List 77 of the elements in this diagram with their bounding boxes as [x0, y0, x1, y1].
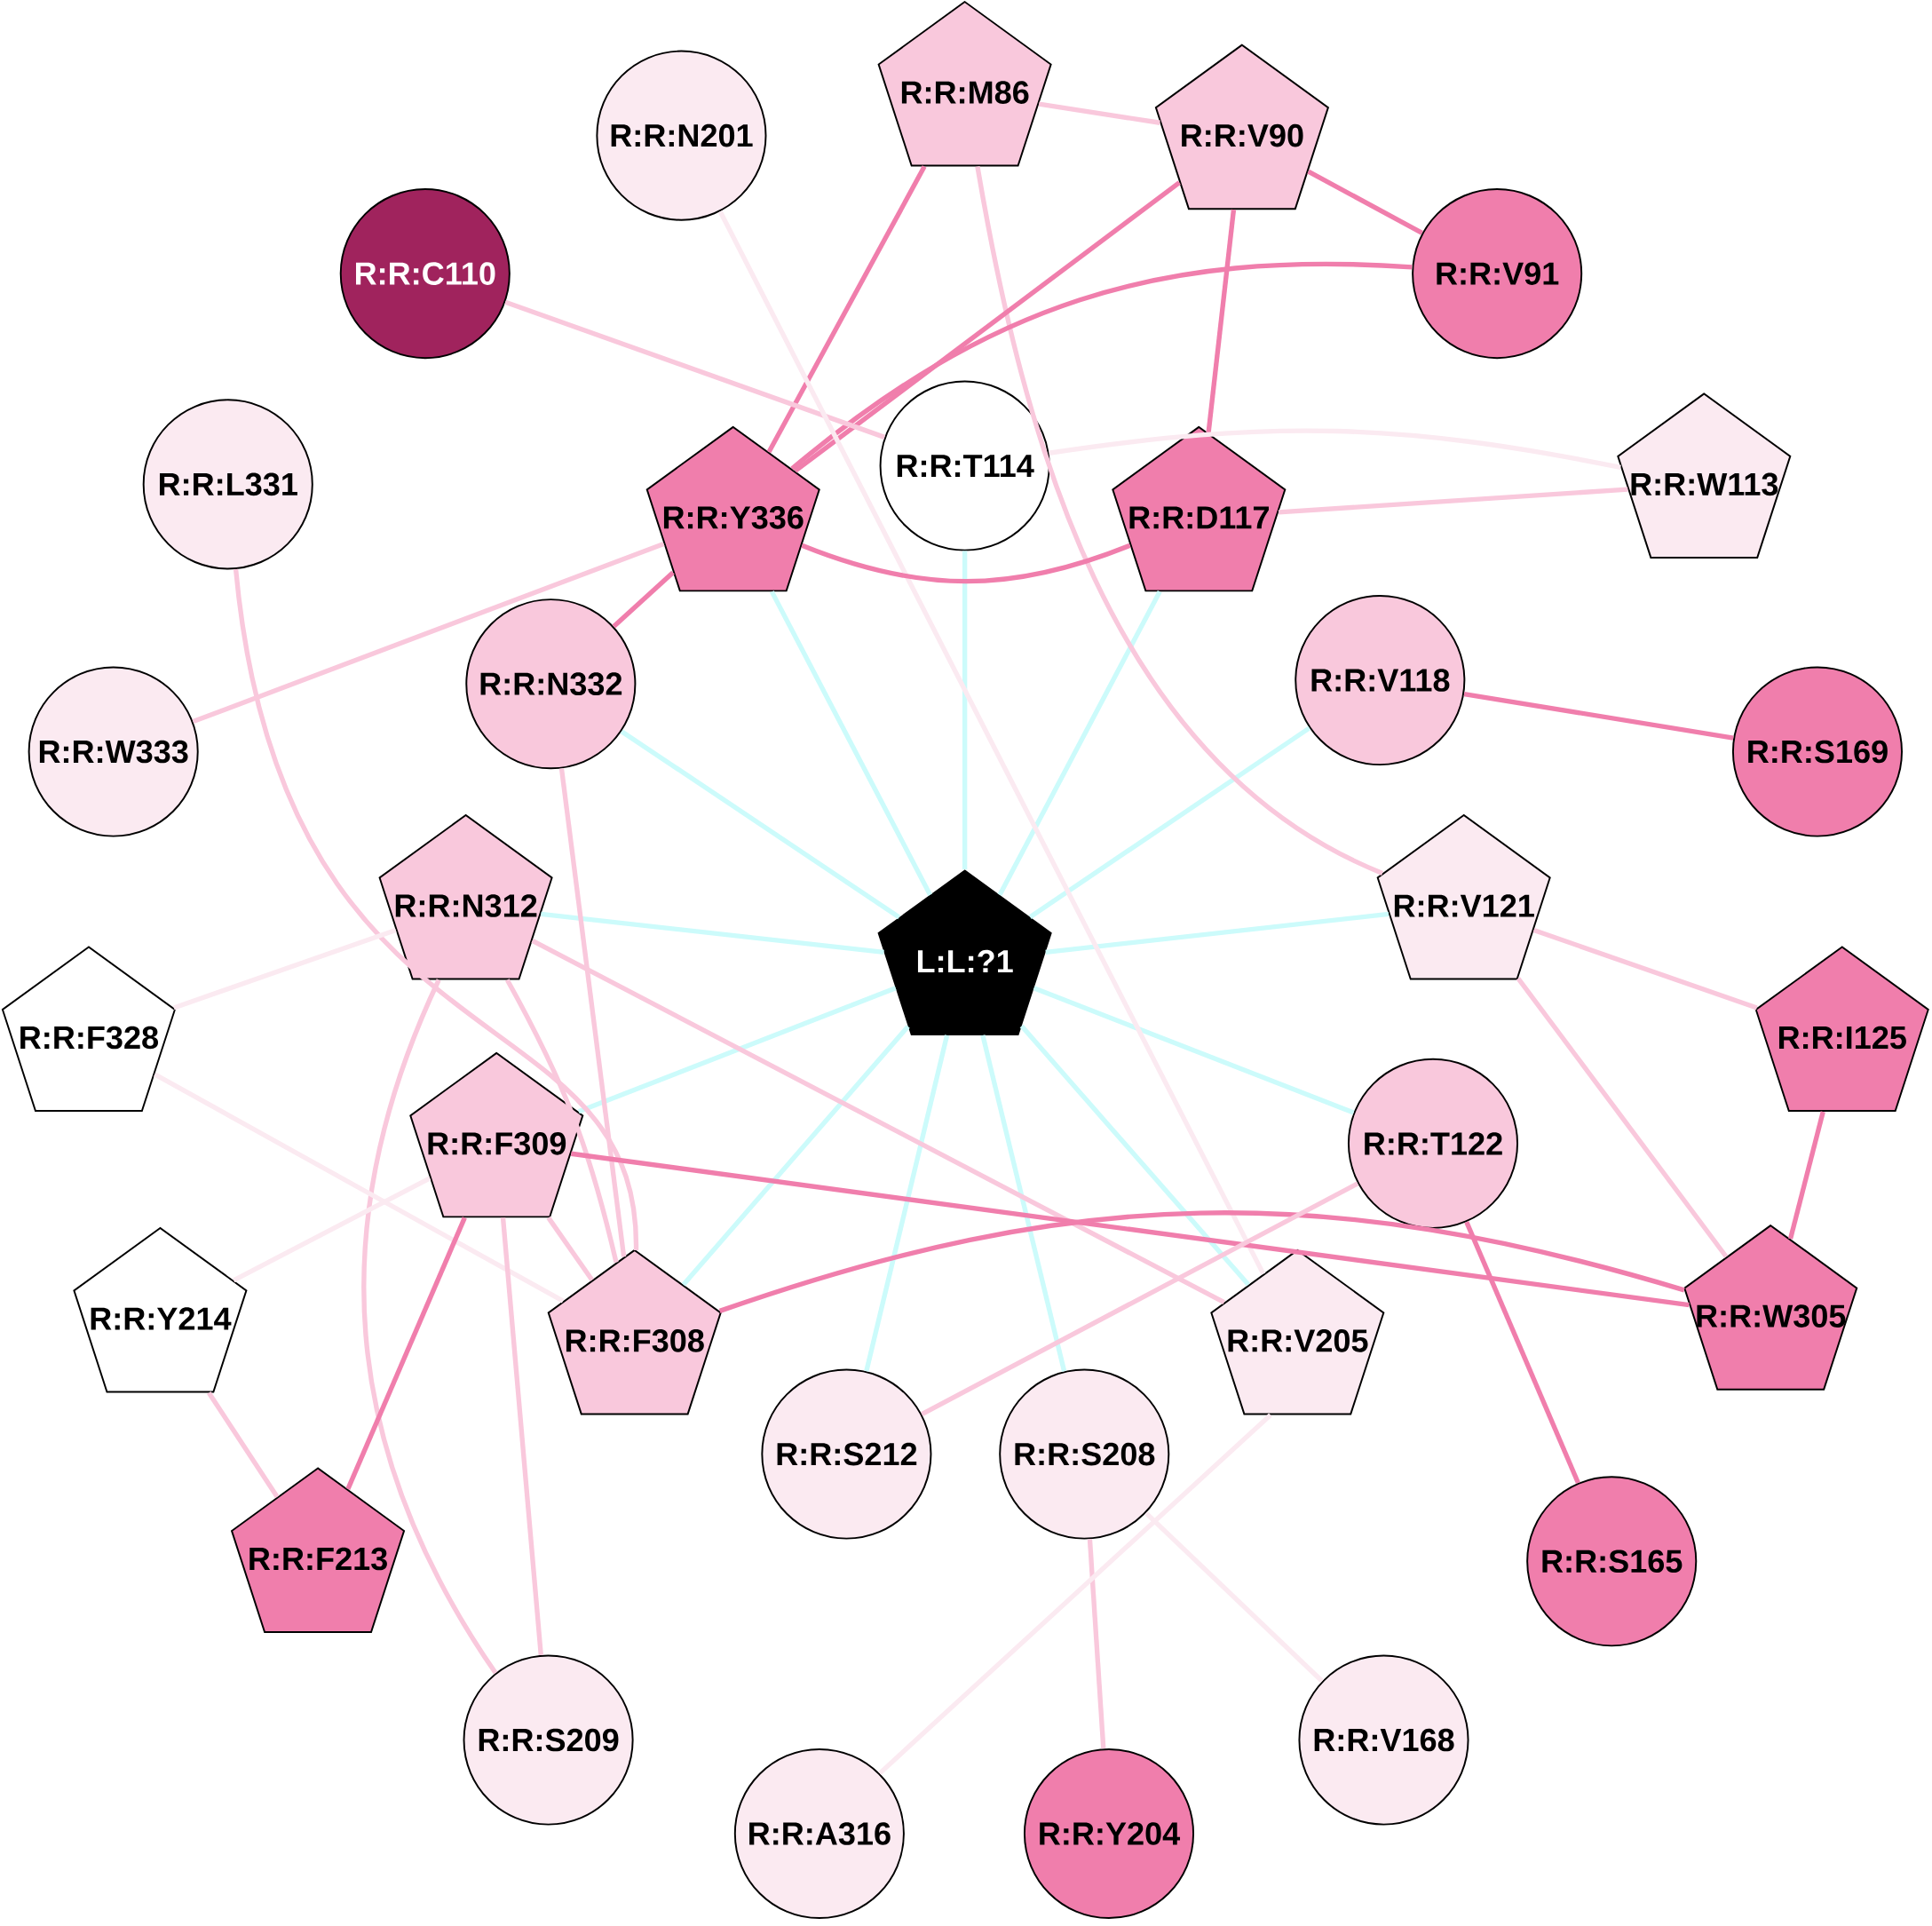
connector-line	[997, 590, 1162, 897]
connector-line	[864, 1034, 950, 1372]
connector-line	[1049, 428, 1621, 470]
connector-line	[1019, 1024, 1251, 1287]
connector-line	[1033, 986, 1355, 1115]
circle-node: R:R:V118	[1295, 594, 1466, 766]
connector-line	[546, 1216, 594, 1281]
connector-line	[877, 1413, 1272, 1776]
circle-node: R:R:N201	[596, 50, 767, 221]
connector-line	[361, 979, 498, 1675]
connector-line	[154, 1072, 565, 1304]
connector-line	[233, 568, 639, 1251]
circle-node: R:R:V91	[1412, 188, 1583, 360]
circle-node: R:R:S169	[1731, 666, 1903, 837]
connector-line	[577, 986, 897, 1114]
connector-line	[541, 911, 884, 955]
circle-node: R:R:V168	[1298, 1654, 1469, 1826]
circle-node: R:R:S165	[1526, 1476, 1698, 1647]
circle-node: R:R:Y204	[1023, 1748, 1195, 1919]
connector-line	[172, 928, 397, 1011]
connector-line	[1045, 911, 1390, 955]
pentagon-node: L:L:?1	[877, 869, 1052, 1035]
pentagon-node: R:R:W113	[1617, 392, 1792, 559]
circle-node: R:R:S208	[999, 1368, 1170, 1540]
circle-node: R:R:S212	[761, 1368, 932, 1540]
connector-line	[718, 1210, 1685, 1313]
connector-line	[980, 1034, 1067, 1372]
connector-line	[345, 1217, 467, 1490]
connector-line	[504, 299, 886, 440]
connector-line	[1532, 927, 1758, 1011]
connector-line	[571, 1151, 1690, 1308]
pentagon-node: R:R:F309	[409, 1051, 584, 1218]
pentagon-node: R:R:F308	[547, 1248, 722, 1415]
connector-line	[801, 543, 1131, 584]
connector-line	[921, 1181, 1359, 1416]
connector-line	[794, 180, 1181, 473]
connector-line	[769, 590, 932, 896]
circle-node: R:R:T122	[1347, 1058, 1518, 1229]
connector-line	[1038, 101, 1160, 125]
connector-line	[1307, 169, 1423, 235]
pentagon-node: R:R:V205	[1210, 1248, 1385, 1415]
connector-line	[531, 938, 1225, 1305]
circle-node: R:R:C110	[339, 188, 511, 360]
connector-line	[717, 210, 1266, 1275]
connector-line	[1144, 1510, 1324, 1684]
circle-node: R:R:N332	[465, 598, 637, 770]
connector-line	[612, 570, 675, 629]
connector-line	[558, 768, 627, 1257]
connector-line	[975, 166, 1384, 876]
pentagon-node: R:R:F213	[230, 1467, 406, 1633]
connector-line	[1787, 1111, 1825, 1240]
connector-line	[192, 541, 665, 725]
connector-line	[1028, 725, 1311, 919]
connector-line	[1464, 1221, 1580, 1484]
connector-line	[620, 729, 901, 920]
circle-node: R:R:T114	[879, 380, 1050, 551]
connector-line	[681, 1025, 910, 1287]
connector-line	[1516, 977, 1729, 1258]
connector-line	[790, 261, 1413, 471]
pentagon-node: R:R:D117	[1112, 425, 1287, 592]
circle-node: R:R:S209	[463, 1654, 634, 1826]
pentagon-node: R:R:Y336	[645, 425, 820, 592]
connector-line	[1087, 1539, 1106, 1749]
pentagon-node: R:R:Y214	[73, 1226, 248, 1393]
connector-line	[504, 979, 619, 1264]
circle-node: R:R:L331	[142, 399, 313, 570]
connector-line	[1206, 209, 1237, 433]
connector-line	[1278, 487, 1628, 515]
connector-line	[766, 165, 927, 454]
connector-line	[207, 1391, 280, 1499]
circle-node: R:R:W333	[28, 666, 199, 837]
pentagon-node: R:R:I125	[1754, 946, 1929, 1112]
connector-line	[232, 1176, 432, 1283]
circle-node: R:R:A316	[733, 1748, 905, 1919]
connector-line	[500, 1217, 543, 1656]
connector-line	[962, 551, 968, 870]
connector-line	[1463, 691, 1734, 741]
